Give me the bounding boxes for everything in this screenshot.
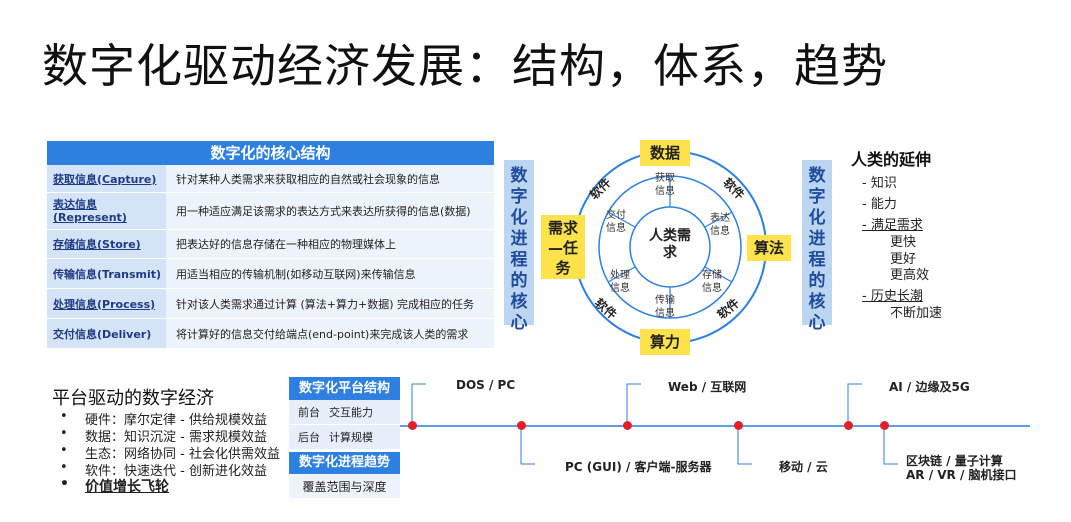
timeline-label: 移动 / 云 <box>779 460 828 474</box>
timeline-dot <box>408 421 417 430</box>
trend-value: 覆盖范围与深度 <box>289 474 400 498</box>
extension-title: 人类的延伸 <box>851 150 932 169</box>
row-key: 处理信息(Process) <box>47 289 166 318</box>
timeline-dot <box>880 421 889 430</box>
row-value: 计算规模 <box>329 425 400 449</box>
timeline-dot <box>844 421 853 430</box>
timeline-dot <box>734 421 743 430</box>
row-key: 前台 <box>289 400 329 424</box>
bullet: • <box>60 476 69 492</box>
row-key: 交付信息(Deliver) <box>47 319 166 348</box>
extension-sub-item: 更快 <box>890 235 917 250</box>
timeline-dot <box>517 421 526 430</box>
extension-item: - 历史长潮 <box>862 289 923 304</box>
ring-label-deliver: 交付信息 <box>606 210 626 234</box>
timeline-lines <box>400 383 1030 465</box>
list-item: 价值增长飞轮 <box>85 479 169 495</box>
bullet: • <box>60 460 68 475</box>
node-algorithm: 算法 <box>747 235 791 261</box>
ring-label-transmit: 传输信息 <box>655 295 675 319</box>
node-demand-task: 需求—任务 <box>541 215 585 279</box>
bullet: • <box>60 443 68 458</box>
row-key: 后台 <box>289 425 329 449</box>
platform-structure-box: 数字化平台结构 前台 交互能力 后台 计算规模 数字化进程趋势 覆盖范围与深度 <box>289 377 400 498</box>
row-key: 表达信息(Represent) <box>47 193 166 229</box>
row-value: 针对某种人类需求来获取相应的自然或社会现象的信息 <box>176 172 440 186</box>
table-row: 存储信息(Store) 把表达好的信息存储在一种相应的物理媒体上 <box>47 230 494 259</box>
timeline-label: AR / VR / 脑机接口 <box>906 468 1017 482</box>
row-value: 用适当相应的传输机制(如移动互联网)来传输信息 <box>176 267 416 281</box>
ring-label-capture: 获取信息 <box>655 173 675 197</box>
timeline-dot <box>623 421 632 430</box>
trend-header: 数字化进程趋势 <box>289 452 400 474</box>
ring-label-represent: 表达信息 <box>710 213 730 237</box>
extension-sub-item: 更好 <box>890 252 917 267</box>
table-row: 表达信息(Represent) 用一种适应满足该需求的表达方式来表达所获得的信息… <box>47 193 494 230</box>
timeline-label: DOS / PC <box>456 378 516 392</box>
timeline-label: PC (GUI) / 客户端-服务器 <box>565 460 712 474</box>
bullet: • <box>60 426 68 441</box>
list-item: 硬件：摩尔定律 - 供给规模效益 <box>85 413 267 428</box>
row-key: 传输信息(Transmit) <box>47 259 166 288</box>
side-label-left: 数字化进程的核心 <box>504 160 534 333</box>
extension-item: - 能力 <box>862 197 897 212</box>
row-key: 获取信息(Capture) <box>47 165 166 192</box>
extension-item: - 知识 <box>862 176 897 191</box>
node-data: 数据 <box>640 140 690 166</box>
side-label-right: 数字化进程的核心 <box>802 160 832 333</box>
table-row: 获取信息(Capture) 针对某种人类需求来获取相应的自然或社会现象的信息 <box>47 165 494 193</box>
row-value: 交互能力 <box>329 400 400 424</box>
row-value: 把表达好的信息存储在一种相应的物理媒体上 <box>176 238 396 251</box>
center-label: 人类需求 <box>649 228 691 261</box>
row-value: 用一种适应满足该需求的表达方式来表达所获得的信息(数据) <box>176 205 471 218</box>
node-compute: 算力 <box>640 329 690 355</box>
row-key: 存储信息(Store) <box>47 230 166 258</box>
table-row: 处理信息(Process) 针对该人类需求通过计算 (算法+算力+数据) 完成相… <box>47 289 494 319</box>
platform-economy-list: • 硬件：摩尔定律 - 供给规模效益 • 数据：知识沉淀 - 需求规模效益 • 生态：… <box>60 409 290 499</box>
row-value: 针对该人类需求通过计算 (算法+算力+数据) 完成相应的任务 <box>176 297 475 311</box>
core-structure-header: 数字化的核心结构 <box>47 141 494 165</box>
platform-structure-header: 数字化平台结构 <box>289 377 400 400</box>
bullet: • <box>60 409 68 424</box>
core-structure-table: 数字化的核心结构 获取信息(Capture) 针对某种人类需求来获取相应的自然或… <box>47 141 494 349</box>
extension-sub-item: 更高效 <box>890 268 930 283</box>
list-item: 软件：快速迭代 - 创新进化效益 <box>85 464 267 479</box>
table-row: 前台 交互能力 <box>289 400 400 425</box>
extension-item: - 满足需求 <box>862 218 923 233</box>
extension-sub-item: 不断加速 <box>890 306 943 321</box>
timeline-label: AI / 边缘及5G <box>889 380 970 394</box>
table-row: 传输信息(Transmit) 用适当相应的传输机制(如移动互联网)来传输信息 <box>47 259 494 289</box>
list-item: 生态：网络协同 - 社会化供需效益 <box>85 447 280 462</box>
timeline-label: 区块链 / 量子计算 <box>906 454 1003 468</box>
page-title: 数字化驱动经济发展：结构，体系，趋势 <box>42 39 888 93</box>
row-value: 将计算好的信息交付给端点(end-point)来完成该人类的需求 <box>176 327 469 341</box>
table-row: 交付信息(Deliver) 将计算好的信息交付给端点(end-point)来完成… <box>47 319 494 349</box>
ring-label-store: 存储信息 <box>702 270 722 294</box>
timeline-label: Web / 互联网 <box>668 380 747 394</box>
table-row: 后台 计算规模 <box>289 425 400 449</box>
ring-label-process: 处理信息 <box>610 270 630 294</box>
list-item: 数据：知识沉淀 - 需求规模效益 <box>85 430 267 445</box>
platform-economy-title: 平台驱动的数字经济 <box>52 388 214 409</box>
